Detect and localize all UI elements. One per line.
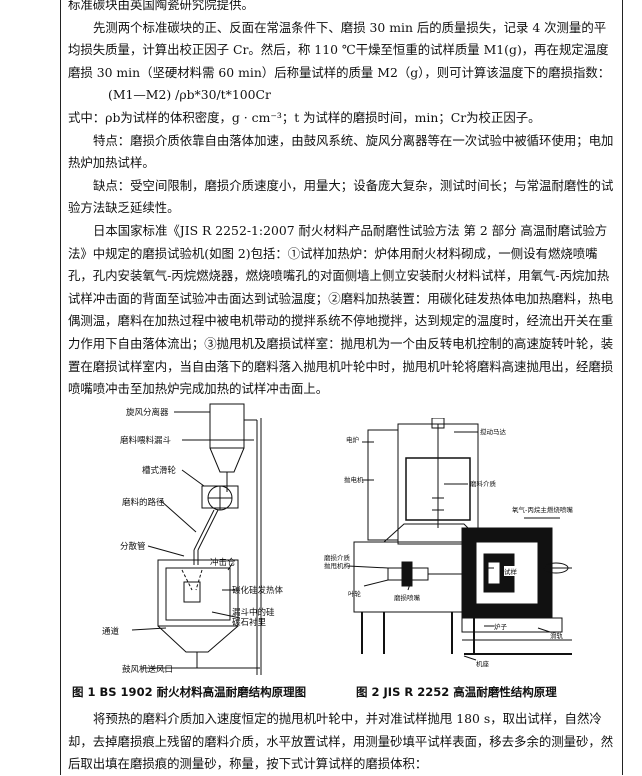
- paragraph-method: 先测两个标准碳块的正、反面在常温条件下、磨损 30 min 后的质量损失，记录 …: [68, 19, 611, 80]
- label-cyclone: 旋风分离器: [126, 408, 169, 418]
- figure-1-caption: 图 1 BS 1902 耐火材料高温耐磨结构原理图: [72, 685, 307, 699]
- label-valve: 槽式滑轮: [142, 466, 177, 476]
- label-blower: 鼓风机送风口: [122, 665, 174, 675]
- formula-wear-index: (M1—M2) /ρb*30/t*100Cr: [108, 87, 271, 103]
- label-funnel-lining: 漏斗中的硅 碳石衬里: [232, 608, 275, 628]
- paragraph-procedure: 将预热的磨料介质加入速度恒定的抛甩机叶轮中，并对准试样抛甩 180 s，取出试样…: [68, 711, 614, 772]
- label-base: 机座: [476, 660, 489, 668]
- label-stir-motor: 搅动马达: [480, 428, 506, 436]
- page-border-right: [622, 0, 623, 775]
- label-thrower-motor: 抛电机: [344, 476, 364, 484]
- figure-2-diagram: 电炉 搅动马达 抛电机 磨料介质 氧气-丙烷主燃烧喷嘴 磨损介质 抛甩机构 叶轮…: [324, 418, 584, 668]
- paragraph-standard-carbon: 标准碳块由英国陶瓷研究院提供。: [68, 0, 254, 12]
- paragraph-variables: 式中：ρb为试样的体积密度，g · cm⁻³；t 为试样的磨损时间，min；Cr…: [68, 109, 541, 125]
- label-electric-furnace: 电炉: [346, 436, 359, 444]
- page-border-left: [60, 0, 61, 775]
- label-furnace: 炉子: [494, 623, 507, 631]
- text-block-top: 标准碳块由英国陶瓷研究院提供。 先测两个标准碳块的正、反面在常温条件下、磨损 3…: [68, 0, 616, 401]
- label-impact-chamber: 冲击仓: [210, 558, 236, 568]
- label-path: 磨料的路径: [122, 498, 165, 508]
- label-sample: 试样: [504, 566, 517, 576]
- label-distributor: 分散管: [120, 542, 146, 552]
- paragraph-features: 特点：磨损介质依靠自由落体加速，由鼓风系统、旋风分离器等在一次试验中被循环使用；…: [68, 132, 614, 171]
- label-channel: 通道: [102, 627, 120, 637]
- label-impeller: 叶轮: [348, 590, 361, 598]
- label-hopper: 磨料喂料漏斗: [120, 436, 172, 446]
- figure-2-caption: 图 2 JIS R 2252 高温耐磨性结构原理: [356, 685, 557, 699]
- label-abrasive-media: 磨料介质: [470, 480, 496, 488]
- label-burner: 氧气-丙烷主燃烧喷嘴: [512, 506, 573, 514]
- text-block-bottom: 将预热的磨料介质加入速度恒定的抛甩机叶轮中，并对准试样抛甩 180 s，取出试样…: [68, 708, 616, 776]
- figure-1-diagram: 旋风分离器 磨料喂料漏斗 槽式滑轮 磨料的路径 分散管 冲击仓 碳化硅发热体 漏…: [82, 400, 322, 675]
- label-sic-heater: 碳化硅发热体: [232, 586, 284, 596]
- paragraph-jis-standard: 日本国家标准《JIS R 2252-1:2007 耐火材料产品耐磨性试验方法 第…: [68, 222, 614, 397]
- label-rail: 滑轨: [550, 632, 563, 640]
- label-thrower-mechanism: 磨损介质 抛甩机构: [324, 554, 350, 570]
- paragraph-drawbacks: 缺点：受空间限制，磨损介质速度小，用量大；设备庞大复杂，测试时间长；与常温耐磨性…: [68, 177, 614, 216]
- label-wear-nozzle: 磨损喷嘴: [394, 594, 420, 602]
